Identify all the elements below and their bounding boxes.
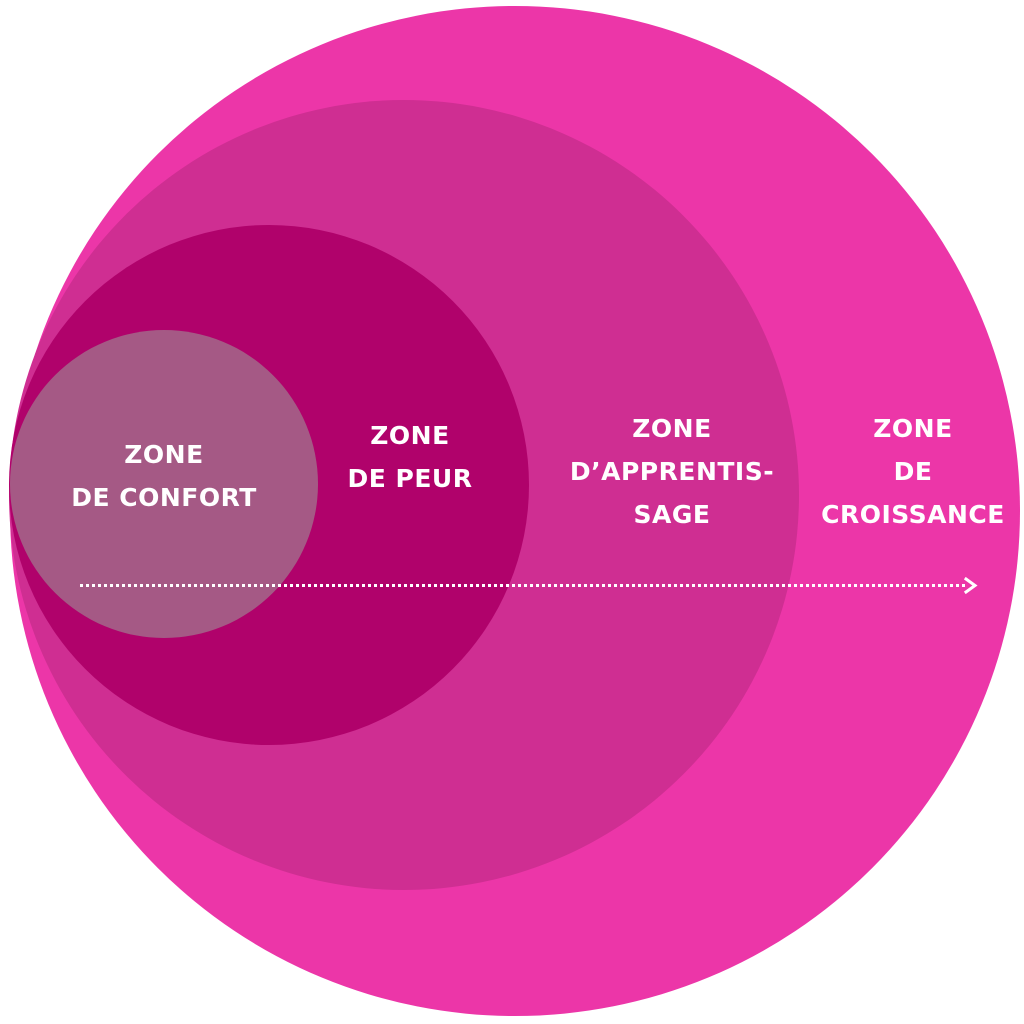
learning-zone-label-line-3: SAGE	[633, 500, 711, 529]
learning-zone-label: ZONE D’APPRENTIS- SAGE	[562, 407, 782, 536]
learning-zone-label-line-1: ZONE	[632, 414, 712, 443]
comfort-zone-label-line-2: DE CONFORT	[71, 483, 257, 512]
comfort-zone-circle	[10, 330, 318, 638]
learning-zone-label-line-2: D’APPRENTIS-	[569, 457, 775, 486]
growth-zone-label-line-2: DE	[893, 457, 933, 486]
comfort-zone-label-line-1: ZONE	[124, 440, 204, 469]
fear-zone-label: ZONE DE PEUR	[330, 414, 490, 500]
arrow-right-icon	[963, 576, 978, 595]
comfort-zone-label: ZONE DE CONFORT	[14, 433, 314, 519]
progress-arrow	[80, 576, 978, 595]
growth-zone-label-line-1: ZONE	[873, 414, 953, 443]
fear-zone-label-line-2: DE PEUR	[347, 464, 473, 493]
fear-zone-label-line-1: ZONE	[370, 421, 450, 450]
growth-zone-label: ZONE DE CROISSANCE	[808, 407, 1018, 536]
growth-zone-label-line-3: CROISSANCE	[821, 500, 1005, 529]
